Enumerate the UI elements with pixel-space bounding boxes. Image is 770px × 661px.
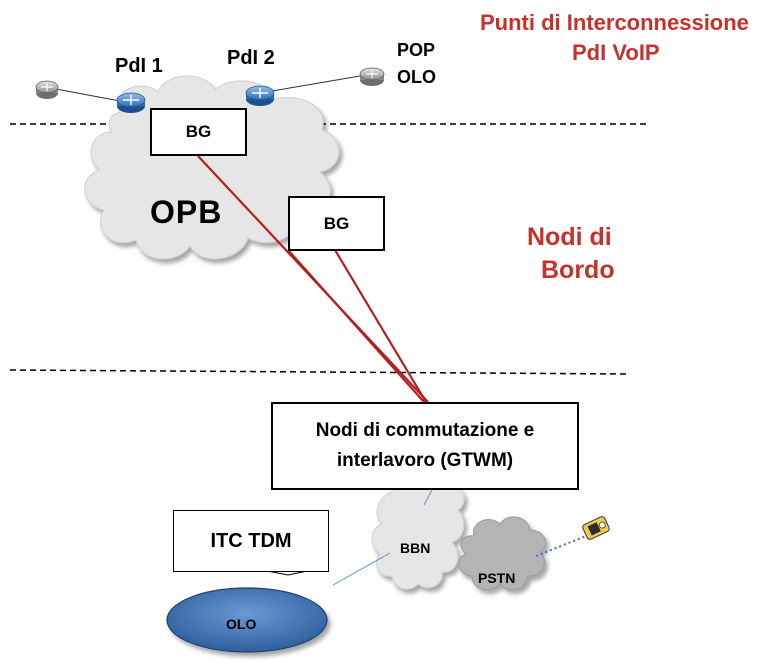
phone-icon xyxy=(582,516,610,540)
link-gtwm-bbn xyxy=(423,489,433,506)
bg-node-mid-label: BG xyxy=(323,213,350,233)
label-olo: OLO xyxy=(226,616,257,632)
gtwm-label-line1: Nodi di commutazione e xyxy=(315,420,535,441)
label-pdi2: PdI 2 xyxy=(227,47,275,69)
label-opb: OPB xyxy=(150,194,223,230)
link-bg-mid-gtwm-right xyxy=(334,249,427,403)
label-pdi1: PdI 1 xyxy=(115,55,163,77)
bg-node-top-label: BG xyxy=(185,122,212,141)
link-left-router-pdi1 xyxy=(55,88,121,102)
router-icon xyxy=(35,80,59,99)
link-pstn-phone xyxy=(535,535,587,557)
label-olo-pop: OLO xyxy=(397,67,436,87)
title-border-nodes-line2: Bordo xyxy=(541,256,615,284)
itc-tdm-label: ITC TDM xyxy=(210,529,292,552)
link-pdi2-pop xyxy=(271,75,361,92)
link-bg-mid-gtwm-left xyxy=(287,249,425,403)
bg-node-top[interactable]: BG xyxy=(150,108,247,156)
itc-tdm-callout: ITC TDM xyxy=(173,510,329,572)
router-icon xyxy=(245,85,275,106)
title-interconnection-line1: Punti di Interconnessione xyxy=(480,10,749,35)
separator-bottom xyxy=(9,369,630,375)
link-olo-bbn xyxy=(332,552,391,586)
title-border-nodes-line1: Nodi di xyxy=(527,223,612,251)
pstn-cloud xyxy=(458,516,546,591)
router-icon xyxy=(116,92,146,113)
gtwm-label-line2: interlavoro (GTWM) xyxy=(336,450,514,471)
router-icon xyxy=(359,67,385,86)
gtwm-node-box[interactable]: Nodi di commutazione e interlavoro (GTWM… xyxy=(271,402,579,490)
olo-ellipse xyxy=(166,587,328,653)
title-interconnection-line2: PdI VoIP xyxy=(572,40,660,65)
label-pstn: PSTN xyxy=(478,570,516,586)
bg-node-mid[interactable]: BG xyxy=(288,196,385,251)
label-bbn: BBN xyxy=(400,540,431,556)
label-pop: POP xyxy=(397,40,436,60)
